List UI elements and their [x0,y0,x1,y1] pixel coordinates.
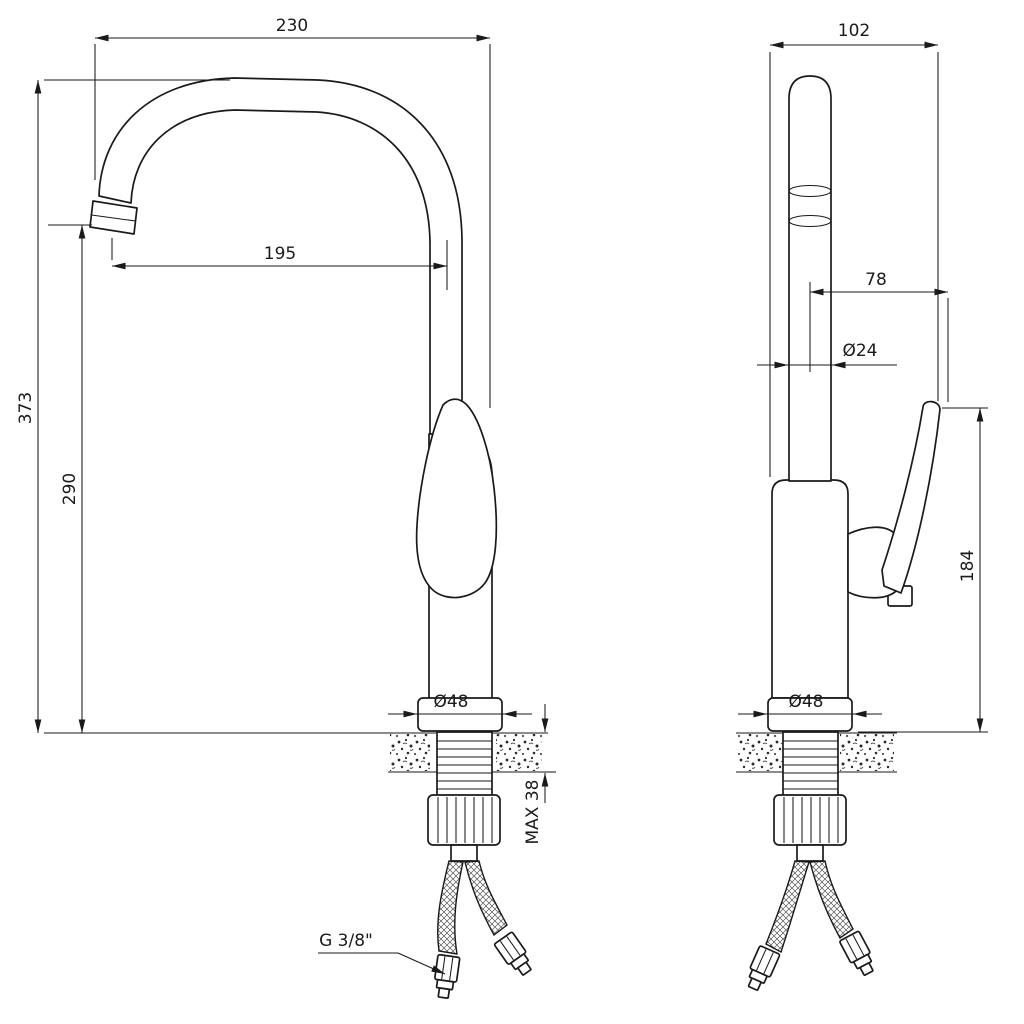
dim-handle-reach: 78 [809,270,949,402]
countertop-section-right [840,734,894,771]
aerator-ring-bottom [788,214,832,228]
tailpiece [796,844,824,862]
total-width-label: 230 [276,16,308,36]
dim-base-diameter: Ø48 [388,692,532,718]
thread-size-label: G 3/8" [319,931,373,951]
locking-nut [427,794,501,846]
thread-lines [783,740,838,790]
lever-handle [415,398,498,599]
dim-base-diameter: Ø48 [738,692,882,718]
dim-total-height: 373 [16,79,390,734]
pipe-diameter-label: Ø24 [842,341,877,361]
total-width-label: 102 [838,21,870,41]
locking-nut [773,794,847,846]
hose-fitting-left [742,944,781,994]
supply-hose-right [464,860,508,937]
lever-handle-blade [881,400,941,594]
faucet-body [771,479,849,699]
hose-fitting-right [838,929,880,980]
total-height-label: 373 [16,392,36,424]
mounting-shank [782,731,839,797]
aerator-ring-top [788,184,832,198]
mounting-shank [436,731,493,797]
counter-max-label: MAX 38 [523,780,543,845]
spout-neck [98,77,463,435]
outlet-height-label: 290 [60,473,80,505]
handle-reach-label: 78 [865,270,887,290]
dim-total-width: 102 [769,21,939,477]
thread-callout: G 3/8" [318,931,446,975]
base-diameter-label: Ø48 [788,692,823,712]
base-diameter-label: Ø48 [433,692,468,712]
dim-spout-reach: 195 [111,238,448,290]
hose-fitting-left [431,953,461,1000]
dim-total-width: 230 [94,16,491,408]
front-view [736,75,941,994]
nut-ribs [783,797,839,843]
supply-hose-left [765,860,810,954]
hose-fitting-right [493,930,537,980]
countertop-section-left [390,734,430,771]
front-view-dimensions: 102 78 Ø24 184 Ø48 [738,21,988,733]
handle-height-label: 184 [958,550,978,582]
dim-pipe-diameter: Ø24 [757,341,897,369]
thread-lines [437,740,492,790]
dim-handle-height: 184 [858,407,988,733]
side-view [44,77,548,1000]
countertop-section-left [737,734,785,771]
spout-tip-aerator-line [91,214,136,222]
tailpiece [450,844,478,862]
nut-ribs [437,797,493,843]
countertop-section-right [496,734,542,771]
supply-hose-left [437,860,464,955]
spout-reach-label: 195 [264,244,296,264]
spout-riser-pipe [788,75,832,482]
dim-outlet-height: 290 [48,224,92,733]
dim-counter-max-thickness: MAX 38 [523,704,556,844]
side-view-dimensions: 230 195 373 290 Ø48 MA [16,16,556,975]
supply-hose-right [809,860,854,940]
